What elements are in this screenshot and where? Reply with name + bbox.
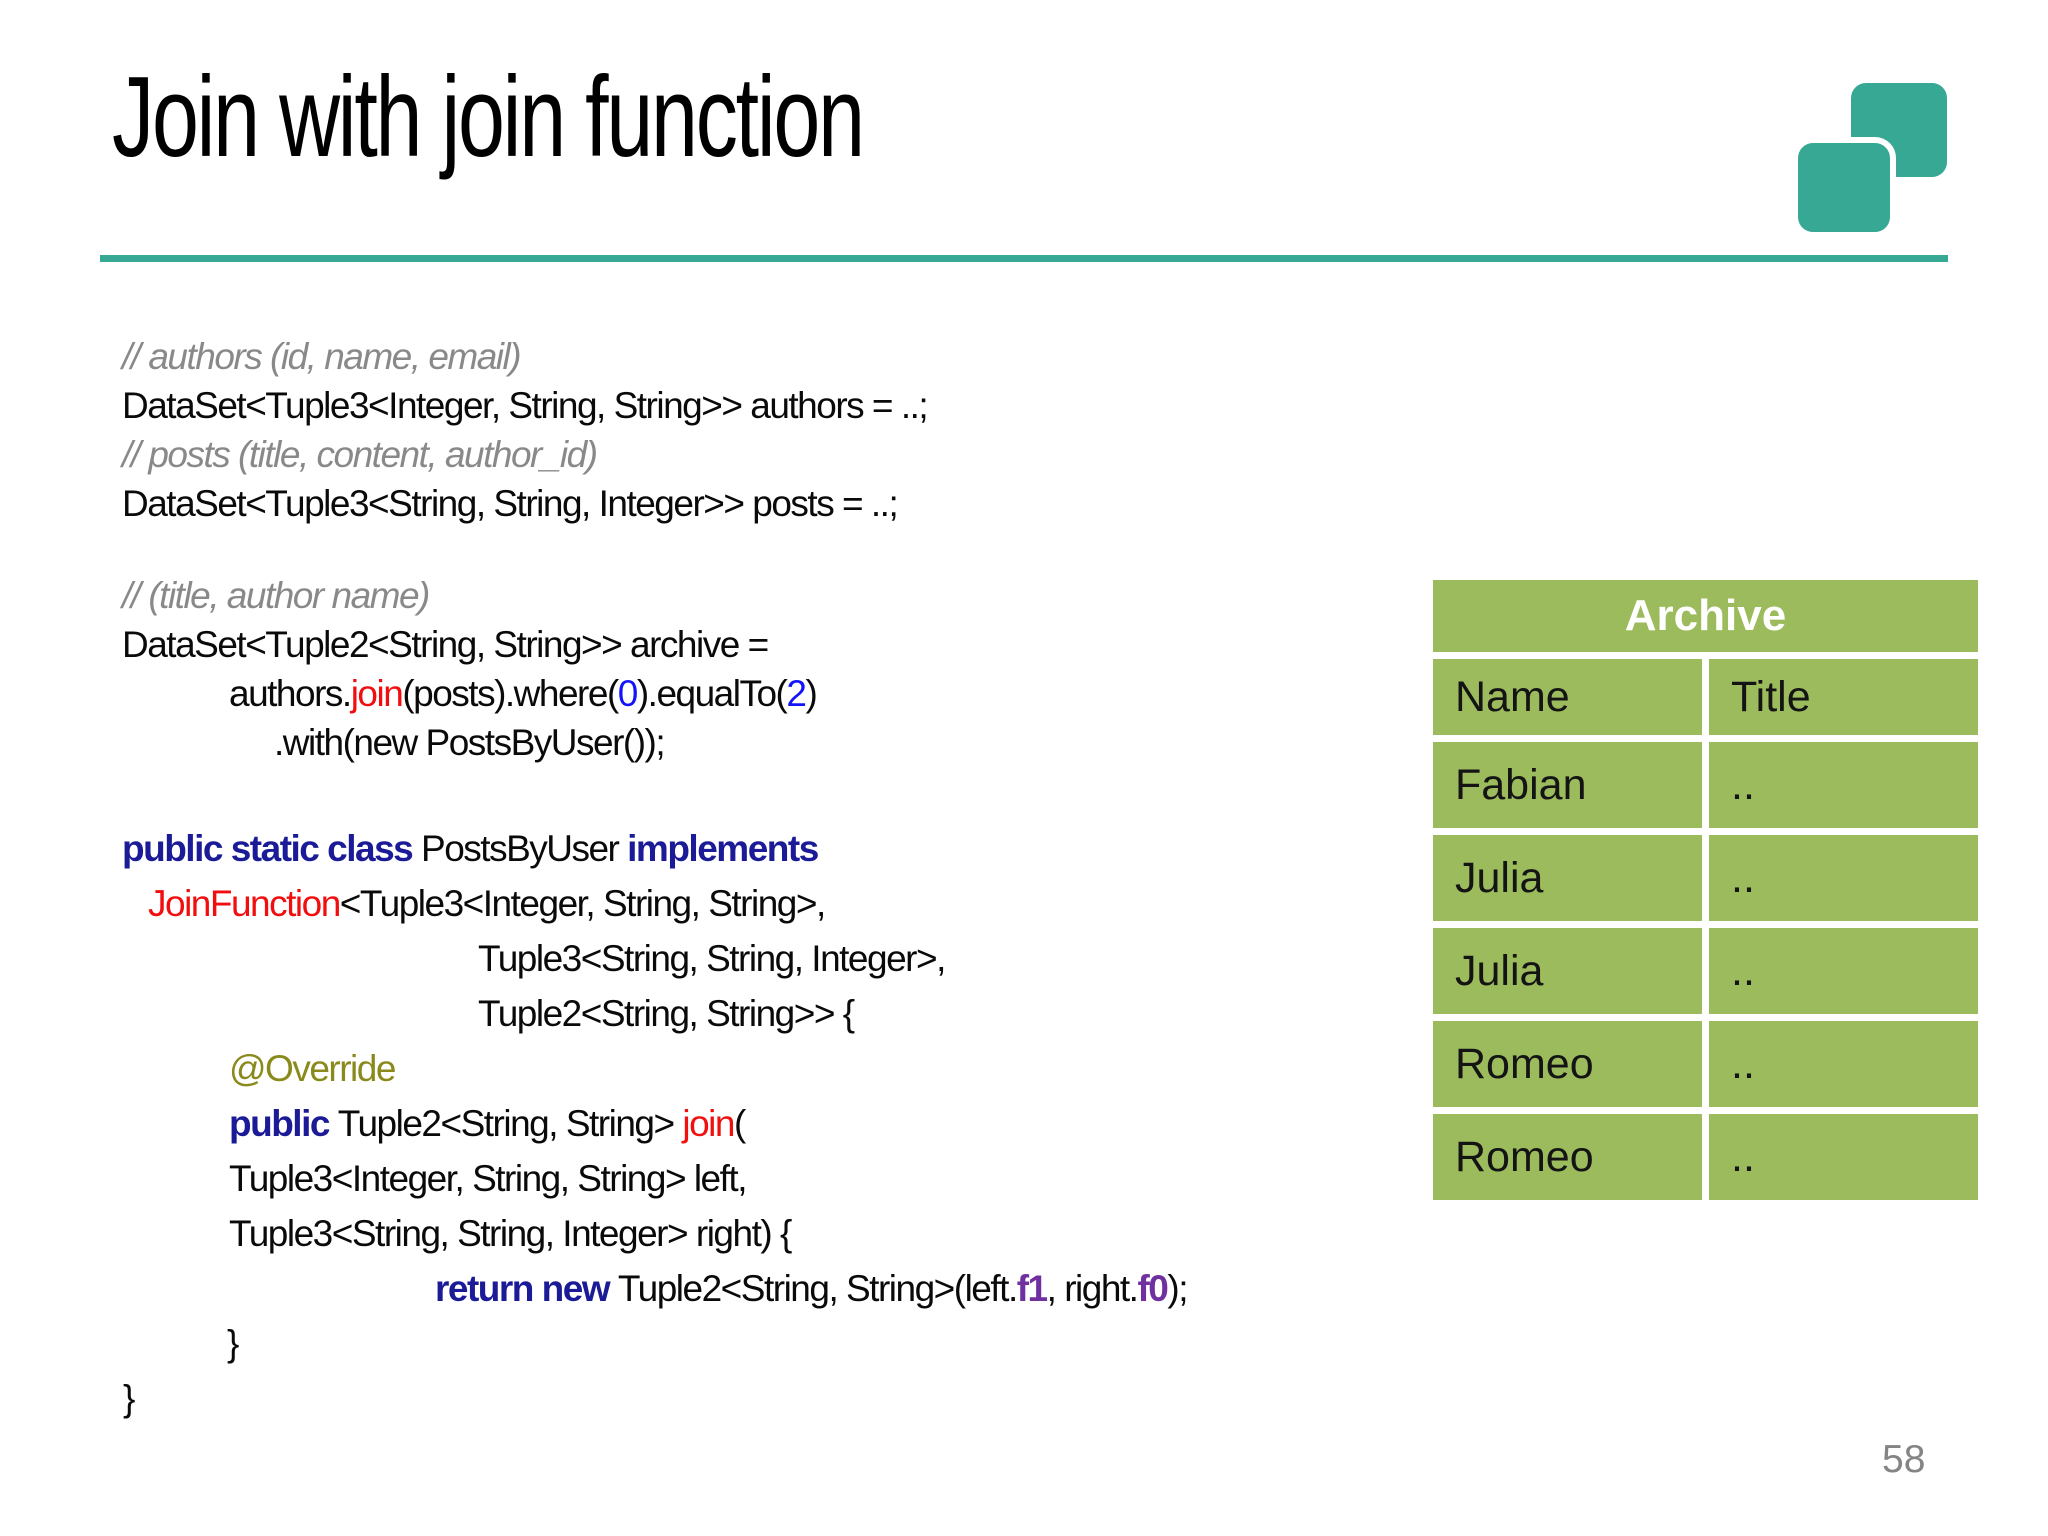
code-line: Tuple3<String, String, Integer>, <box>122 940 1187 995</box>
code-segment-red: JoinFunction <box>148 883 341 924</box>
code-segment-c: DataSet<Tuple2<String, String>> archive … <box>122 624 769 665</box>
cell-name: Romeo <box>1433 1021 1702 1107</box>
cell-title: .. <box>1709 928 1978 1014</box>
table-row: Fabian .. <box>1433 742 1978 828</box>
code-segment-cm: // authors (id, name, email) <box>122 336 522 377</box>
code-segment-c: DataSet<Tuple3<Integer, String, String>>… <box>122 385 929 426</box>
code-segment-c: .with(new PostsByUser()); <box>274 722 666 763</box>
code-line: DataSet<Tuple3<Integer, String, String>>… <box>122 385 929 436</box>
code-segment-kw: public <box>229 1103 338 1144</box>
code-segment-c: } <box>227 1323 239 1364</box>
code-segment-cm: // posts (title, content, author_id) <box>122 434 598 475</box>
cell-title: .. <box>1709 835 1978 921</box>
table-row: Romeo .. <box>1433 1021 1978 1107</box>
cell-title: .. <box>1709 1114 1978 1200</box>
cell-title: .. <box>1709 1021 1978 1107</box>
overlapping-squares-logo <box>1790 75 1960 245</box>
code-block-class: public static class PostsByUser implemen… <box>122 830 1188 1435</box>
cell-name: Romeo <box>1433 1114 1702 1200</box>
code-segment-c: Tuple2<String, String>> { <box>478 993 855 1034</box>
code-segment-red: join <box>350 673 404 714</box>
code-segment-c: Tuple2<String, String> <box>337 1103 683 1144</box>
code-segment-c: , right. <box>1046 1268 1139 1309</box>
code-segment-c: <Tuple3<Integer, String, String>, <box>339 883 826 924</box>
code-segment-kw: public static class <box>122 828 422 869</box>
cell-name: Fabian <box>1433 742 1702 828</box>
code-segment-c: ) <box>805 673 817 714</box>
logo-front-square-icon <box>1798 143 1890 232</box>
code-line: JoinFunction<Tuple3<Integer, String, Str… <box>122 885 1187 940</box>
code-segment-red: join <box>682 1103 735 1144</box>
code-line: // posts (title, content, author_id) <box>122 436 927 485</box>
archive-table-title: Archive <box>1433 580 1978 652</box>
code-line: DataSet<Tuple3<String, String, Integer>>… <box>122 485 927 534</box>
slide-title: Join with join function <box>112 54 865 181</box>
code-line: // authors (id, name, email) <box>122 338 927 387</box>
code-line: Tuple2<String, String>> { <box>122 995 1187 1050</box>
code-block-setup: // authors (id, name, email) DataSet<Tupl… <box>122 338 929 773</box>
code-segment-num: 2 <box>786 673 807 714</box>
code-segment-c: Tuple3<String, String, Integer>, <box>478 938 946 979</box>
code-segment-c: Tuple2<String, String>(left. <box>617 1268 1018 1309</box>
code-line: return new Tuple2<String, String>(left.f… <box>122 1268 1188 1325</box>
code-line: .with(new PostsByUser()); <box>122 724 927 773</box>
code-segment-c: Tuple3<String, String, Integer> right) { <box>229 1213 792 1254</box>
archive-table: Archive Name Title Fabian .. Julia .. Ju… <box>1433 580 1978 1200</box>
code-segment-cm: // (title, author name) <box>122 575 430 616</box>
code-segment-kw: implements <box>627 828 819 869</box>
code-segment-c: } <box>123 1378 135 1419</box>
table-row: Julia .. <box>1433 928 1978 1014</box>
code-blank-line <box>122 534 927 577</box>
code-line: } <box>122 1325 1187 1380</box>
code-segment-c: ); <box>1167 1268 1188 1309</box>
code-segment-c: authors. <box>229 673 352 714</box>
code-line: public static class PostsByUser implemen… <box>122 830 1187 885</box>
code-segment-c: ).equalTo( <box>636 673 788 714</box>
title-underline <box>100 255 1948 262</box>
table-row: Julia .. <box>1433 835 1978 921</box>
page-number: 58 <box>1882 1438 1926 1481</box>
code-segment-fld: f0 <box>1137 1268 1168 1309</box>
code-segment-c: (posts).where( <box>402 673 619 714</box>
code-line: @Override <box>122 1050 1187 1105</box>
code-segment-num: 0 <box>617 673 639 714</box>
code-segment-c: DataSet<Tuple3<String, String, Integer>>… <box>122 483 899 524</box>
code-line: public Tuple2<String, String> join( <box>122 1105 1187 1160</box>
code-segment-c: ( <box>733 1103 746 1144</box>
column-header-name: Name <box>1433 659 1702 735</box>
code-segment-kw: return new <box>435 1268 618 1309</box>
code-segment-c: Tuple3<Integer, String, String> left, <box>229 1158 747 1199</box>
cell-title: .. <box>1709 742 1978 828</box>
table-row: Romeo .. <box>1433 1114 1978 1200</box>
column-header-title: Title <box>1709 659 1978 735</box>
cell-name: Julia <box>1433 928 1702 1014</box>
code-line: // (title, author name) <box>122 577 927 626</box>
code-segment-fld: f1 <box>1016 1268 1048 1309</box>
code-line: authors.join(posts).where(0).equalTo(2) <box>122 675 927 724</box>
code-line: Tuple3<Integer, String, String> left, <box>122 1160 1187 1215</box>
code-segment-ann: @Override <box>229 1048 396 1089</box>
code-line: DataSet<Tuple2<String, String>> archive … <box>122 626 927 675</box>
cell-name: Julia <box>1433 835 1702 921</box>
code-line: Tuple3<String, String, Integer> right) { <box>122 1215 1187 1270</box>
code-line: } <box>122 1380 1187 1435</box>
archive-column-header-row: Name Title <box>1433 659 1978 735</box>
code-segment-c: PostsByUser <box>421 828 628 869</box>
